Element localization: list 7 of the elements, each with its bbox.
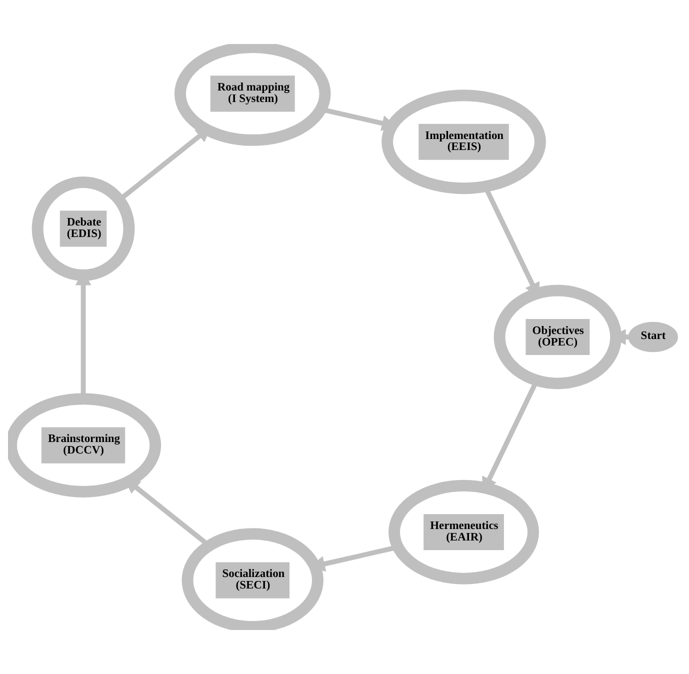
node-ellipse: Road mapping (I System): [174, 44, 331, 146]
node-ellipse: Socialization (SECI): [182, 528, 324, 630]
node-ellipse: Start: [628, 322, 678, 352]
node-ellipse: Brainstorming (DCCV): [8, 393, 162, 498]
node-ellipse: Hermeneutics (EAIR): [388, 480, 539, 584]
node-circle: Debate (EDIS): [32, 176, 135, 281]
node-ellipse: Objectives (OPEC): [494, 284, 622, 390]
